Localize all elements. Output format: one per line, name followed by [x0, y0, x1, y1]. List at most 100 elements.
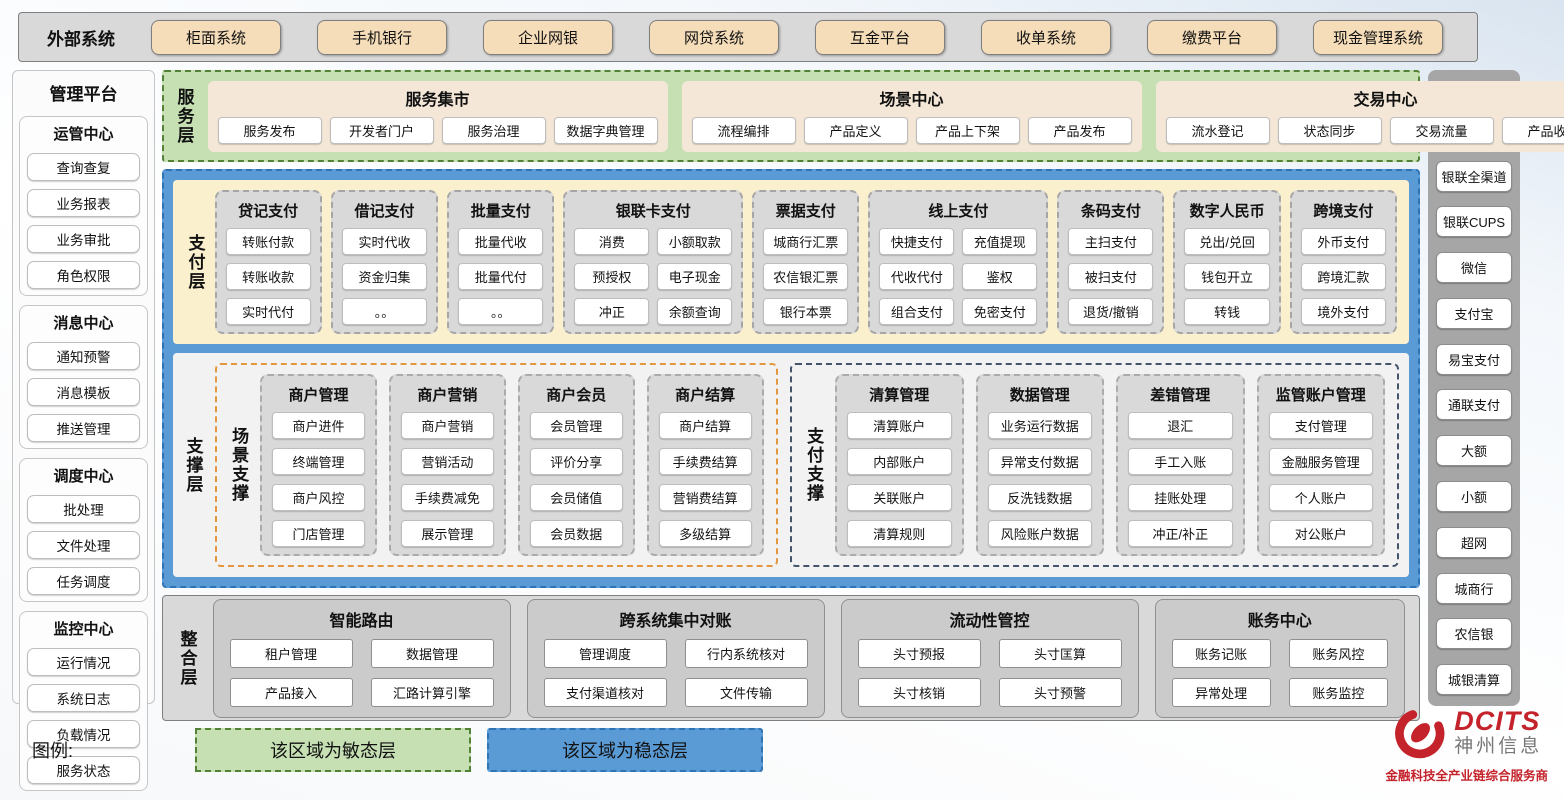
payment-item-button[interactable]: 。。	[341, 298, 428, 325]
external-system-button[interactable]: 网贷系统	[649, 19, 779, 55]
service-item-button[interactable]: 交易流量	[1389, 116, 1494, 144]
payment-item-button[interactable]: 农信银汇票	[763, 263, 849, 290]
support-item-button[interactable]: 终端管理	[272, 448, 365, 475]
service-item-button[interactable]: 流水登记	[1165, 116, 1270, 144]
integration-item-button[interactable]: 租户管理	[229, 638, 353, 668]
management-item-button[interactable]: 系统日志	[27, 684, 140, 712]
payment-channel-button[interactable]: 银联全渠道	[1436, 160, 1512, 192]
integration-item-button[interactable]: 行内系统核对	[684, 638, 808, 668]
management-item-button[interactable]: 消息模板	[27, 378, 140, 406]
external-system-button[interactable]: 收单系统	[981, 19, 1111, 55]
integration-item-button[interactable]: 数据管理	[370, 638, 494, 668]
payment-channel-button[interactable]: 超网	[1436, 526, 1512, 558]
support-item-button[interactable]: 支付管理	[1268, 412, 1373, 439]
payment-channel-button[interactable]: 通联支付	[1436, 389, 1512, 421]
payment-item-button[interactable]: 电子现金	[657, 263, 733, 290]
support-item-button[interactable]: 内部账户	[847, 448, 952, 475]
support-item-button[interactable]: 金融服务管理	[1268, 448, 1373, 475]
management-item-button[interactable]: 通知预警	[27, 342, 140, 370]
payment-item-button[interactable]: 城商行汇票	[763, 228, 849, 255]
payment-item-button[interactable]: 钱包开立	[1184, 263, 1270, 290]
payment-item-button[interactable]: 批量代付	[458, 263, 544, 290]
payment-item-button[interactable]: 预授权	[574, 263, 650, 290]
payment-item-button[interactable]: 冲正	[574, 298, 650, 325]
support-item-button[interactable]: 手续费减免	[400, 484, 494, 511]
payment-item-button[interactable]: 组合支付	[879, 298, 955, 325]
integration-item-button[interactable]: 头寸预报	[857, 638, 981, 668]
payment-item-button[interactable]: 资金归集	[341, 263, 428, 290]
integration-item-button[interactable]: 文件传输	[684, 677, 808, 707]
payment-channel-button[interactable]: 支付宝	[1436, 297, 1512, 329]
integration-item-button[interactable]: 账务监控	[1288, 677, 1389, 707]
support-item-button[interactable]: 业务运行数据	[987, 412, 1093, 439]
payment-item-button[interactable]: 银行本票	[763, 298, 849, 325]
management-item-button[interactable]: 推送管理	[27, 414, 140, 442]
support-item-button[interactable]: 对公账户	[1268, 520, 1373, 547]
payment-item-button[interactable]: 兑出/兑回	[1184, 228, 1270, 255]
support-item-button[interactable]: 关联账户	[847, 484, 952, 511]
management-item-button[interactable]: 角色权限	[27, 261, 140, 289]
support-item-button[interactable]: 会员管理	[529, 412, 623, 439]
support-item-button[interactable]: 挂账处理	[1128, 484, 1233, 511]
payment-item-button[interactable]: 退货/撤销	[1068, 298, 1154, 325]
support-item-button[interactable]: 反洗钱数据	[987, 484, 1093, 511]
support-item-button[interactable]: 清算规则	[847, 520, 952, 547]
service-item-button[interactable]: 产品收益	[1501, 116, 1564, 144]
payment-item-button[interactable]: 外币支付	[1300, 228, 1387, 255]
payment-item-button[interactable]: 跨境汇款	[1300, 263, 1387, 290]
support-item-button[interactable]: 展示管理	[400, 520, 494, 547]
payment-item-button[interactable]: 被扫支付	[1068, 263, 1154, 290]
external-system-button[interactable]: 企业网银	[483, 19, 613, 55]
integration-item-button[interactable]: 支付渠道核对	[543, 677, 667, 707]
integration-item-button[interactable]: 账务记账	[1171, 638, 1271, 668]
integration-item-button[interactable]: 账务风控	[1288, 638, 1389, 668]
integration-item-button[interactable]: 管理调度	[543, 638, 667, 668]
integration-item-button[interactable]: 异常处理	[1171, 677, 1271, 707]
integration-item-button[interactable]: 头寸匡算	[998, 638, 1122, 668]
support-item-button[interactable]: 会员储值	[529, 484, 623, 511]
external-system-button[interactable]: 柜面系统	[151, 19, 281, 55]
payment-channel-button[interactable]: 小额	[1436, 481, 1512, 513]
support-item-button[interactable]: 营销费结算	[658, 484, 752, 511]
payment-channel-button[interactable]: 易宝支付	[1436, 343, 1512, 375]
management-item-button[interactable]: 批处理	[27, 495, 140, 523]
management-item-button[interactable]: 文件处理	[27, 531, 140, 559]
support-item-button[interactable]: 商户结算	[658, 412, 752, 439]
service-item-button[interactable]: 产品发布	[1027, 116, 1132, 144]
payment-item-button[interactable]: 实时代收	[341, 228, 428, 255]
management-item-button[interactable]: 业务审批	[27, 225, 140, 253]
service-item-button[interactable]: 服务发布	[217, 116, 322, 144]
integration-item-button[interactable]: 头寸预警	[998, 677, 1122, 707]
payment-item-button[interactable]: 实时代付	[225, 298, 311, 325]
integration-item-button[interactable]: 汇路计算引擎	[370, 677, 494, 707]
integration-item-button[interactable]: 头寸核销	[857, 677, 981, 707]
payment-item-button[interactable]: 。。	[458, 298, 544, 325]
support-item-button[interactable]: 退汇	[1128, 412, 1233, 439]
external-system-button[interactable]: 手机银行	[317, 19, 447, 55]
payment-item-button[interactable]: 转钱	[1184, 298, 1270, 325]
external-system-button[interactable]: 缴费平台	[1147, 19, 1277, 55]
payment-channel-button[interactable]: 城商行	[1436, 572, 1512, 604]
support-item-button[interactable]: 冲正/补正	[1128, 520, 1233, 547]
support-item-button[interactable]: 商户风控	[272, 484, 365, 511]
payment-item-button[interactable]: 免密支付	[962, 298, 1038, 325]
payment-item-button[interactable]: 转账收款	[225, 263, 311, 290]
management-item-button[interactable]: 运行情况	[27, 648, 140, 676]
payment-item-button[interactable]: 鉴权	[962, 263, 1038, 290]
support-item-button[interactable]: 评价分享	[529, 448, 623, 475]
management-item-button[interactable]: 业务报表	[27, 189, 140, 217]
service-item-button[interactable]: 状态同步	[1277, 116, 1382, 144]
service-item-button[interactable]: 开发者门户	[329, 116, 434, 144]
support-item-button[interactable]: 异常支付数据	[987, 448, 1093, 475]
management-item-button[interactable]: 服务状态	[27, 756, 140, 784]
support-item-button[interactable]: 个人账户	[1268, 484, 1373, 511]
support-item-button[interactable]: 商户进件	[272, 412, 365, 439]
service-item-button[interactable]: 服务治理	[441, 116, 546, 144]
payment-channel-button[interactable]: 大额	[1436, 435, 1512, 467]
integration-item-button[interactable]: 产品接入	[229, 677, 353, 707]
payment-item-button[interactable]: 消费	[574, 228, 650, 255]
payment-item-button[interactable]: 代收代付	[879, 263, 955, 290]
payment-item-button[interactable]: 余额查询	[657, 298, 733, 325]
support-item-button[interactable]: 风险账户数据	[987, 520, 1093, 547]
payment-item-button[interactable]: 充值提现	[962, 228, 1038, 255]
